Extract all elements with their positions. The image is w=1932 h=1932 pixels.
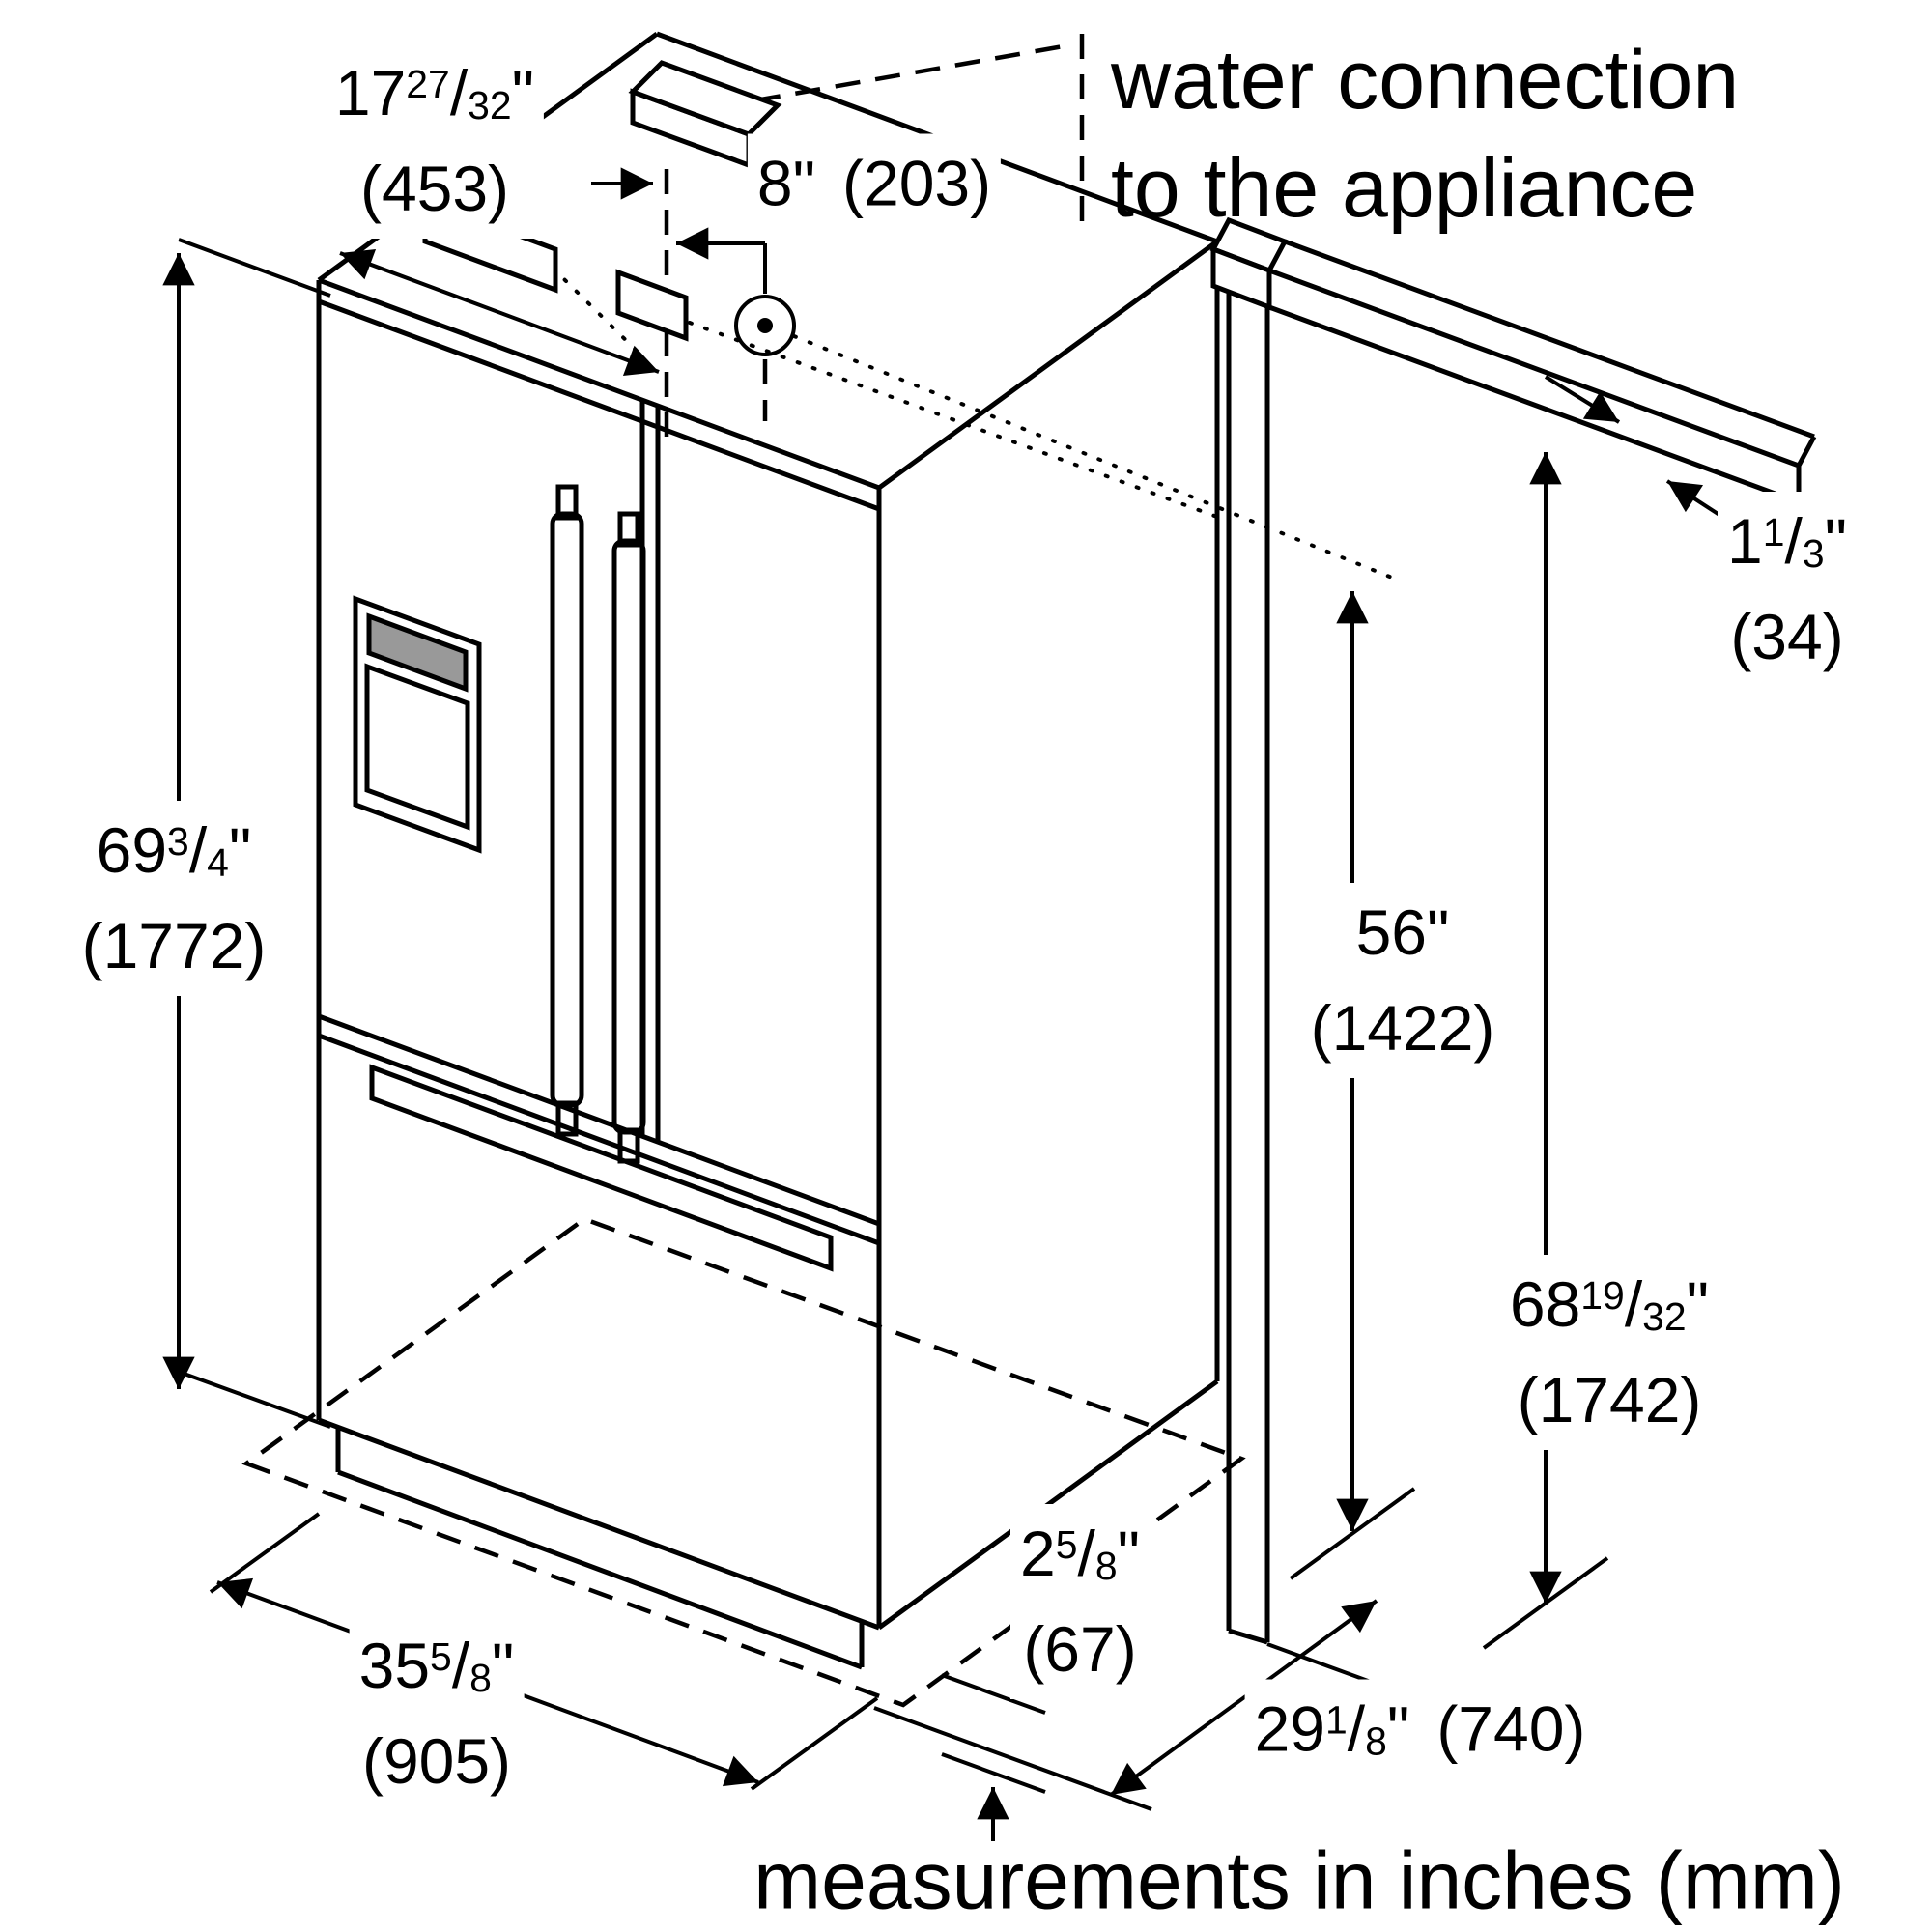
dimension-label-hinge-height: 6819/32" (1742): [1499, 1255, 1719, 1450]
dimension-label-total-height: 693/4" (1772): [71, 801, 276, 996]
dimension-label-width: 355/8" (905): [349, 1616, 525, 1811]
dimension-label-base-offset: 25/8" (67): [1009, 1504, 1151, 1699]
note-measurements-units: measurements in inches (mm): [753, 1834, 1845, 1926]
water-dispenser: [353, 595, 482, 854]
height-extension-ticks: [178, 238, 331, 1429]
dimension-label-depth: 291/8"(740): [1244, 1679, 1596, 1779]
top-width-dimension-line: [339, 249, 660, 376]
enclosure-wall-drawing: [1209, 216, 1817, 1645]
left-door-handle: [550, 484, 584, 1137]
note-water-connection: water connection to the appliance: [1111, 34, 1740, 235]
hidden-edges-dashed: [242, 34, 1246, 1708]
depth-dimension-line: [1109, 1599, 1378, 1797]
side-clearance-arrow-top: [1544, 375, 1621, 424]
dimension-label-top-width: 1727/32" (453): [325, 43, 545, 239]
dimension-label-side-clearance: 11/3" (34): [1717, 492, 1858, 687]
freezer-handle: [369, 1064, 834, 1272]
refrigerator-drawing: [316, 31, 1220, 1670]
enclosure-top-rail: [1268, 239, 1817, 505]
fridge-base: [335, 1426, 865, 1670]
fridge-front-outline: [316, 277, 882, 1631]
fridge-side-face: [877, 239, 1220, 1631]
water-connection-point: [734, 295, 796, 356]
dimension-label-water-height: 56" (1422): [1300, 883, 1505, 1078]
hinge-cap-center: [615, 269, 689, 342]
dimension-label-water-offset: 8"(203): [747, 133, 1002, 234]
right-door-handle: [611, 511, 646, 1164]
freezer-gap-lines: [318, 1013, 880, 1246]
dispenser-display: [366, 612, 469, 693]
dispenser-recess: [364, 663, 470, 831]
